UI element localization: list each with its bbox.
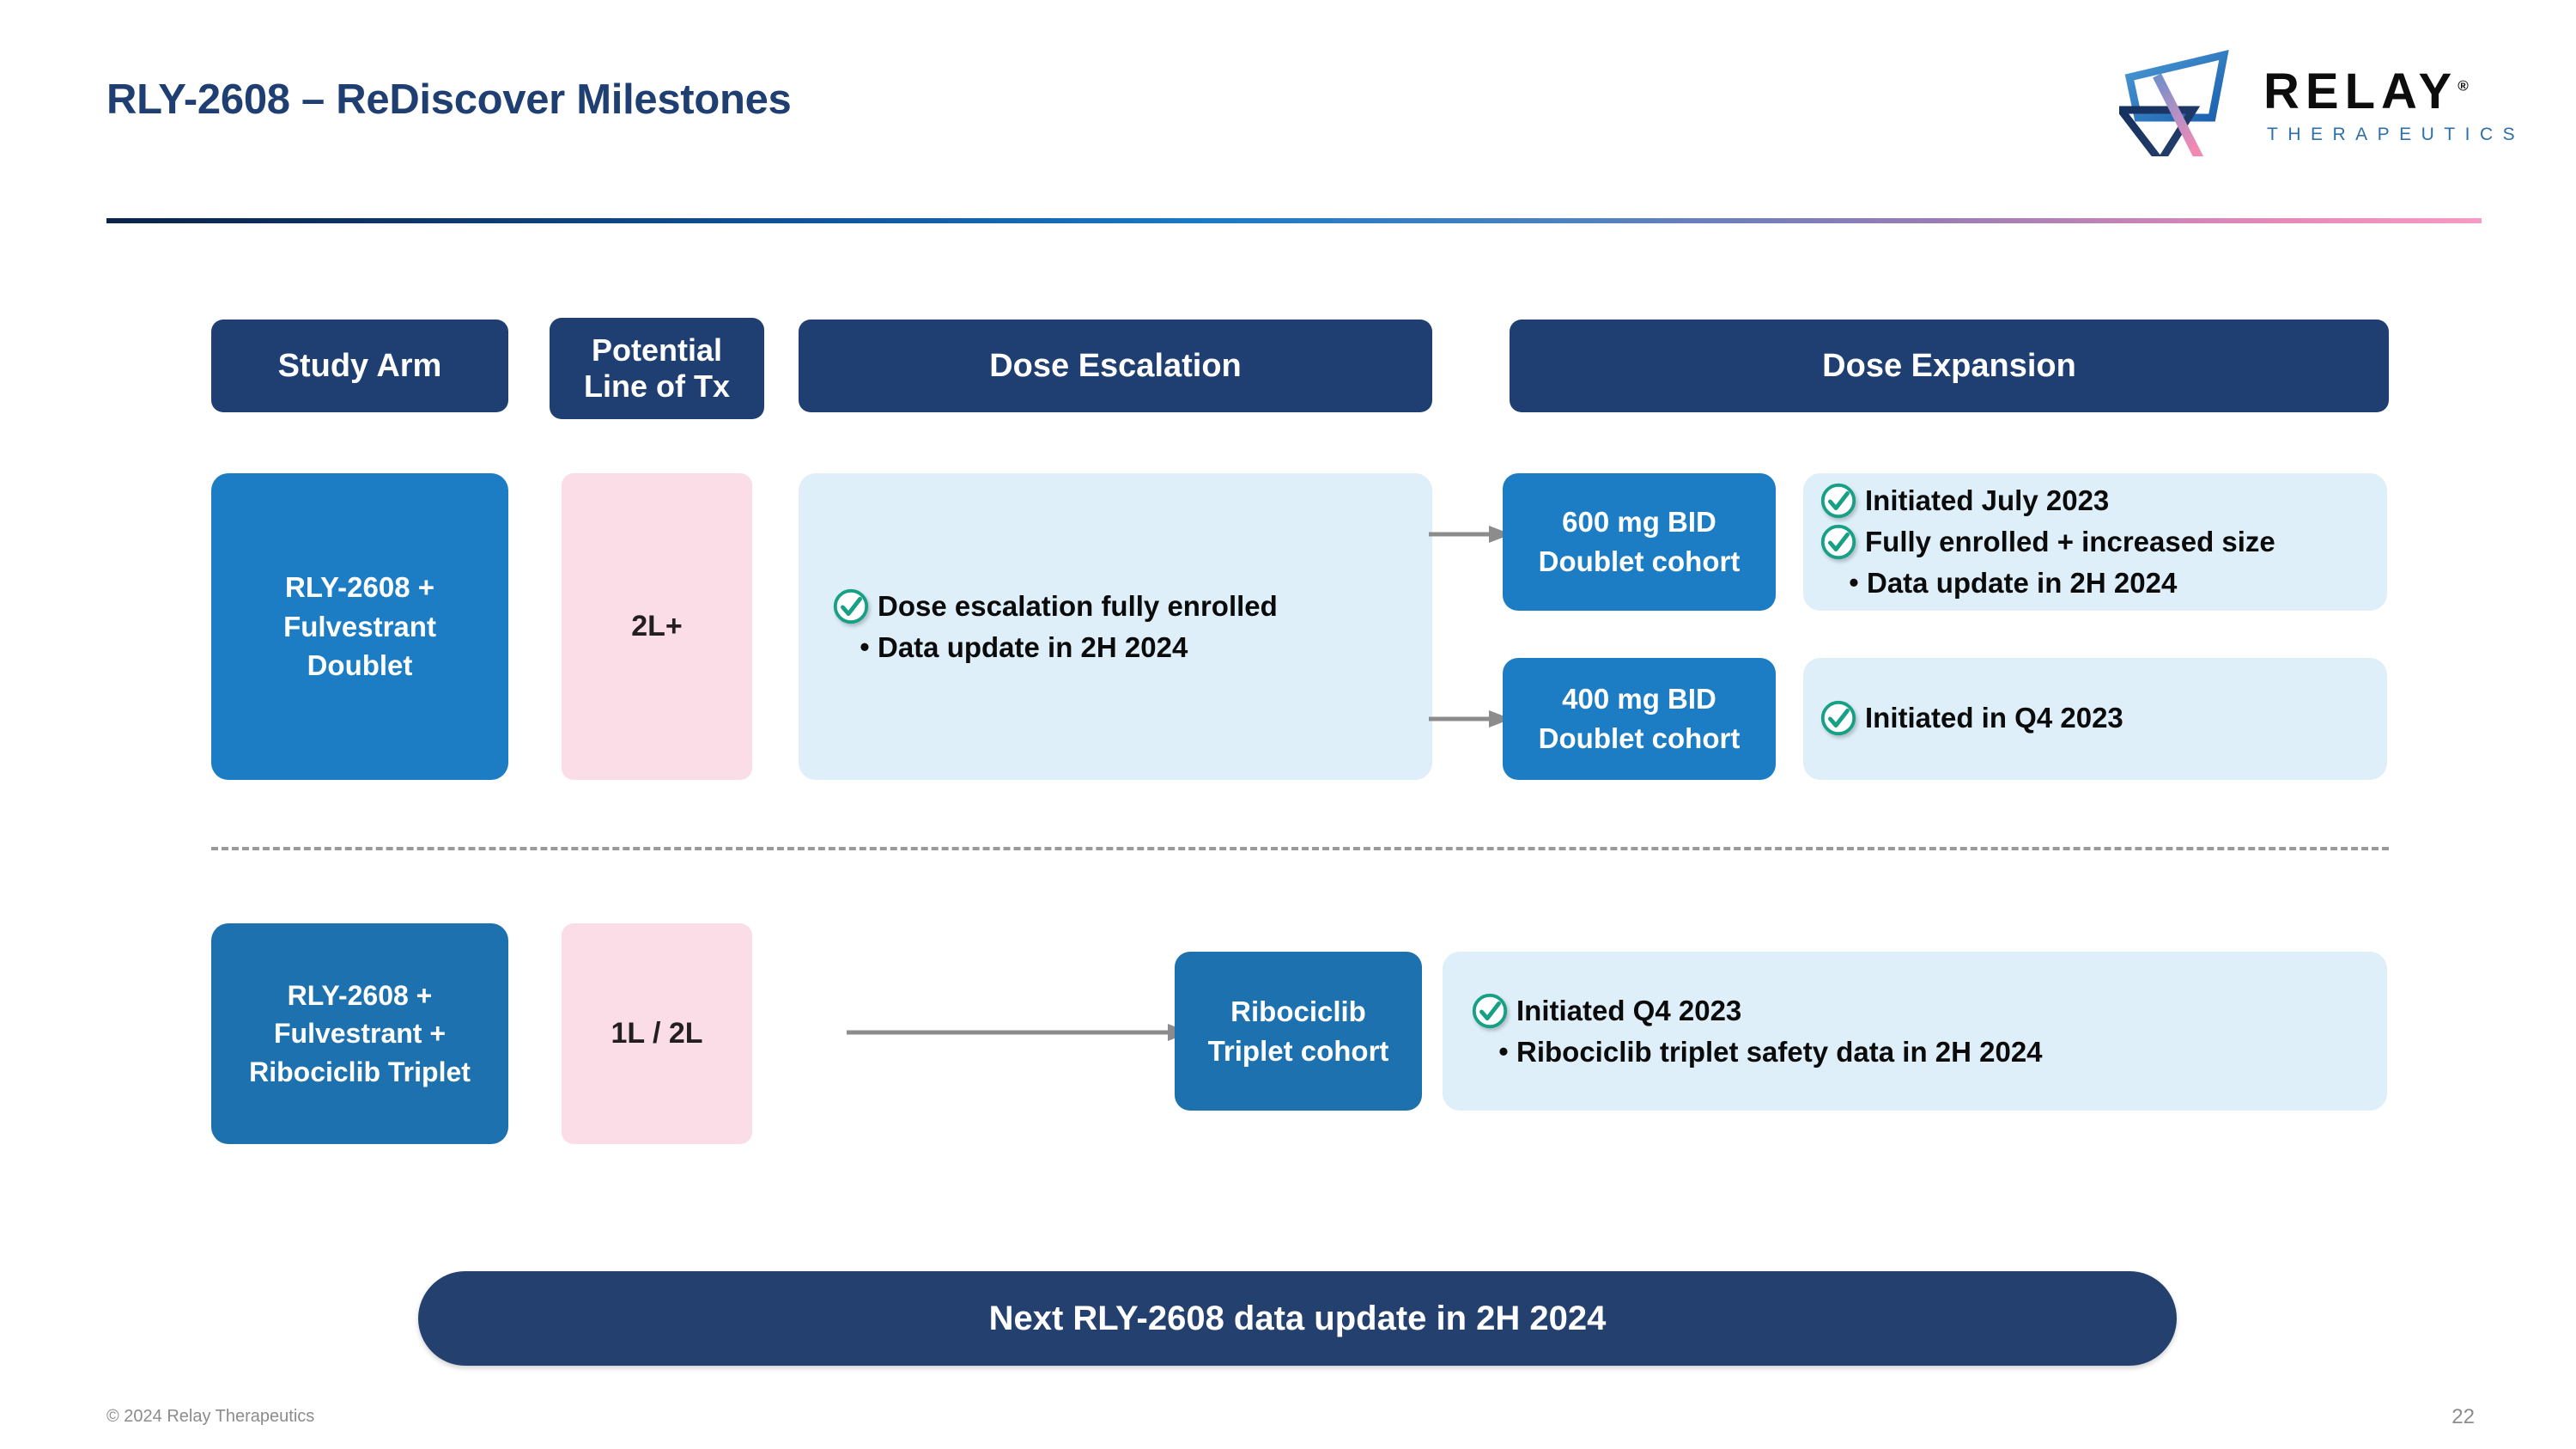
milestone-text: Data update in 2H 2024 — [1867, 567, 2178, 600]
arrow-right-icon — [847, 1024, 1190, 1041]
check-circle-icon — [833, 588, 869, 624]
dose-expansion-panel-600mg: Initiated July 2023 Fully enrolled + inc… — [1803, 473, 2387, 611]
milestone-item: Fully enrolled + increased size — [1803, 522, 2387, 563]
milestone-text: Dose escalation fully enrolled — [878, 589, 1278, 622]
study-arm-card-triplet: RLY-2608 + Fulvestrant + Ribociclib Trip… — [211, 923, 508, 1144]
page-title: RLY-2608 – ReDiscover Milestones — [106, 76, 792, 123]
arm-triplet-line1: RLY-2608 + — [287, 980, 433, 1012]
study-arm-card-doublet: RLY-2608 + Fulvestrant Doublet — [211, 473, 508, 780]
cohort-600mg-line1: 600 mg BID — [1562, 506, 1716, 539]
dose-escalation-panel-doublet: Dose escalation fully enrolled • Data up… — [799, 473, 1432, 780]
milestone-item: • Data update in 2H 2024 — [799, 628, 1432, 667]
milestone-item: • Data update in 2H 2024 — [1803, 563, 2387, 602]
cohort-box-400mg: 400 mg BID Doublet cohort — [1503, 658, 1776, 780]
milestone-text: Ribociclib triplet safety data in 2H 202… — [1516, 1035, 2043, 1068]
footer-copyright: © 2024 Relay Therapeutics — [106, 1407, 315, 1426]
milestone-item: Initiated Q4 2023 — [1443, 991, 2387, 1032]
relay-logo-subtitle: THERAPEUTICS — [2267, 125, 2525, 144]
milestone-text: Initiated July 2023 — [1865, 484, 2110, 517]
check-circle-icon — [1820, 525, 1856, 560]
milestone-item: Initiated in Q4 2023 — [1803, 698, 2387, 740]
column-header-line-of-tx-line1: Potential — [591, 332, 722, 368]
check-circle-icon — [1820, 484, 1856, 519]
next-update-banner: Next RLY-2608 data update in 2H 2024 — [418, 1271, 2177, 1366]
check-circle-icon — [1820, 700, 1856, 736]
cohort-box-600mg: 600 mg BID Doublet cohort — [1503, 473, 1776, 611]
registered-mark: ® — [2458, 77, 2469, 94]
bullet-icon: • — [860, 630, 870, 662]
milestone-item: Dose escalation fully enrolled — [799, 587, 1432, 628]
line-of-tx-card-doublet: 2L+ — [562, 473, 752, 780]
milestone-text: Initiated Q4 2023 — [1516, 994, 1742, 1026]
arm-doublet-line2: Fulvestrant — [283, 610, 436, 642]
cohort-600mg-line2: Doublet cohort — [1538, 545, 1741, 577]
column-header-study-arm: Study Arm — [211, 320, 508, 412]
relay-logo-mark-icon — [2119, 50, 2229, 156]
relay-wordmark-text: RELAY — [2263, 64, 2458, 119]
cohort-400mg-line2: Doublet cohort — [1538, 722, 1741, 754]
cohort-box-ribociclib-triplet: Ribociclib Triplet cohort — [1175, 952, 1422, 1111]
cohort-triplet-line2: Triplet cohort — [1207, 1034, 1389, 1067]
header-gradient-rule — [106, 218, 2482, 223]
milestone-text: Data update in 2H 2024 — [878, 630, 1188, 663]
arm-triplet-line2: Fulvestrant + — [273, 1018, 447, 1050]
column-header-line-of-tx-line2: Line of Tx — [584, 368, 730, 404]
cohort-400mg-line1: 400 mg BID — [1562, 683, 1716, 715]
check-circle-icon — [1472, 993, 1508, 1028]
line-of-tx-card-triplet: 1L / 2L — [562, 923, 752, 1144]
bullet-icon: • — [1849, 567, 1859, 599]
bullet-icon: • — [1498, 1035, 1509, 1067]
milestone-text: Initiated in Q4 2023 — [1865, 702, 2123, 734]
column-header-dose-expansion: Dose Expansion — [1510, 320, 2389, 412]
dose-expansion-panel-400mg: Initiated in Q4 2023 — [1803, 658, 2387, 780]
arm-triplet-line3: Ribociclib Triplet — [249, 1056, 471, 1087]
arrow-right-icon — [1429, 710, 1511, 728]
column-header-dose-escalation: Dose Escalation — [799, 320, 1432, 412]
milestone-item: Initiated July 2023 — [1803, 481, 2387, 522]
column-header-line-of-tx: Potential Line of Tx — [550, 318, 764, 419]
arm-doublet-line1: RLY-2608 + — [285, 571, 434, 604]
footer-page-number: 22 — [2451, 1405, 2475, 1428]
dose-expansion-panel-triplet: Initiated Q4 2023 • Ribociclib triplet s… — [1443, 952, 2387, 1111]
arrow-right-icon — [1429, 526, 1511, 543]
row-divider — [211, 847, 2389, 850]
milestone-text: Fully enrolled + increased size — [1865, 526, 2275, 558]
relay-logo: RELAY® THERAPEUTICS — [2119, 36, 2515, 156]
arm-doublet-line3: Doublet — [307, 649, 413, 682]
milestone-item: • Ribociclib triplet safety data in 2H 2… — [1443, 1032, 2387, 1071]
cohort-triplet-line1: Ribociclib — [1230, 995, 1366, 1027]
relay-wordmark: RELAY® — [2263, 67, 2469, 117]
